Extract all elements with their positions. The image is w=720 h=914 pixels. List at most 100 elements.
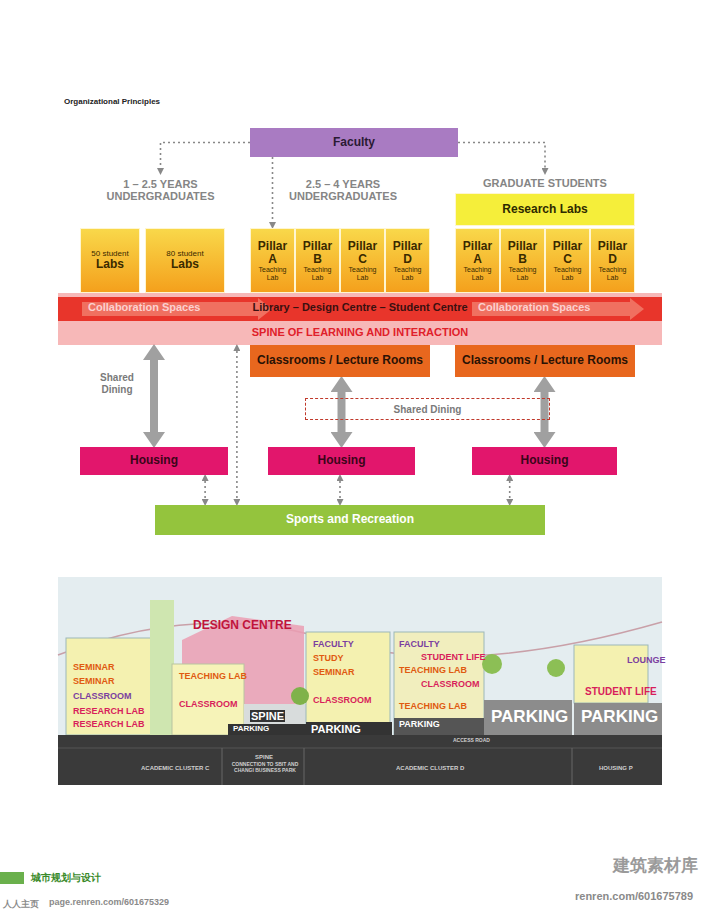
watermark: 人人主页	[2, 900, 40, 910]
section-label: RESEARCH LAB	[72, 707, 146, 717]
section-label: STUDY	[312, 654, 345, 664]
node-text: Classrooms / Lecture Rooms	[462, 354, 628, 367]
sports-box: Sports and Recreation	[155, 505, 545, 535]
node-text: Housing	[318, 454, 366, 467]
node-text: 50 student	[91, 250, 128, 259]
page-title: Organizational Principles	[64, 97, 160, 106]
dotted-arrow	[161, 143, 251, 169]
dotted-arrow	[236, 351, 238, 499]
tree	[547, 659, 565, 677]
edge-label: Shared Dining	[92, 372, 142, 395]
collaboration-arrow	[82, 298, 272, 320]
node-text: Housing	[521, 454, 569, 467]
parking-slab	[574, 703, 662, 735]
building	[306, 632, 390, 735]
section-label: CLASSROOM	[72, 692, 133, 702]
node-text: Sports and Recreation	[286, 513, 414, 526]
node-text: 2.5 – 4 YEARS UNDERGRADUATES	[280, 178, 406, 202]
section-label: ACCESS ROAD	[452, 738, 491, 744]
shared-dining-box: Shared Dining	[305, 398, 550, 420]
section-label: FACULTY	[312, 640, 355, 650]
pillar-box: Pillar CTeaching Lab	[545, 228, 590, 293]
group-heading: 2.5 – 4 YEARS UNDERGRADUATES	[278, 174, 408, 206]
section-label: PARKING	[490, 708, 569, 727]
node-text: Teaching Lab	[548, 266, 587, 281]
spine-text: Collaboration Spaces	[478, 301, 628, 313]
section-label: SPINE	[254, 754, 274, 761]
section-label: RESEARCH LAB	[72, 720, 146, 730]
parking-slab	[394, 718, 484, 735]
section-label: CONNECTION TO SBIT AND CHANGI BUSINESS P…	[224, 762, 306, 773]
section-label: STUDENT LIFE	[420, 653, 487, 663]
tree	[291, 687, 309, 705]
section-label: ACADEMIC CLUSTER C	[140, 765, 210, 772]
watermark: 建筑素材库	[612, 857, 699, 876]
dotted-arrow	[339, 481, 341, 499]
section-label: PARKING	[310, 723, 362, 735]
collaboration-arrow	[472, 298, 644, 320]
pillar-box: Pillar BTeaching Lab	[500, 228, 545, 293]
section-label: TEACHING LAB	[178, 672, 248, 682]
building	[66, 638, 152, 735]
lab-box: 50 studentLabs	[80, 228, 140, 293]
node-text: 80 student	[166, 250, 203, 259]
dotted-arrow	[458, 143, 545, 169]
node-text: Pillar D	[593, 240, 632, 266]
divider	[222, 748, 223, 785]
node-text: Teaching Lab	[503, 266, 542, 281]
node-text: Faculty	[333, 136, 375, 149]
section-label: FACULTY	[398, 640, 441, 650]
section-label: SEMINAR	[72, 663, 116, 673]
classroom-box: Classrooms / Lecture Rooms	[250, 345, 430, 377]
pillar-box: Pillar DTeaching Lab	[590, 228, 635, 293]
parking-slab	[228, 724, 306, 735]
spine-band: Collaboration SpacesLibrary – Design Cen…	[58, 293, 662, 345]
dotted-arrow	[272, 157, 274, 222]
node-text: Pillar C	[343, 240, 382, 266]
section-label: CLASSROOM	[312, 696, 373, 706]
section-label: LOUNGE	[626, 656, 667, 666]
node-text: Classrooms / Lecture Rooms	[257, 354, 423, 367]
node-text: Shared Dining	[394, 404, 462, 415]
classroom-box: Classrooms / Lecture Rooms	[455, 345, 635, 377]
terrace	[150, 600, 174, 735]
ground-line	[58, 748, 662, 749]
ground	[58, 735, 662, 785]
watermark: 城市规划与设计	[30, 872, 102, 883]
parking-slab	[484, 700, 572, 735]
housing-box: Housing	[472, 447, 617, 475]
spine-red-band	[58, 297, 662, 321]
node-text: Research Labs	[502, 203, 587, 216]
section-label: TEACHING LAB	[398, 666, 468, 676]
group-heading: GRADUATE STUDENTS	[470, 174, 620, 192]
node-text: Pillar A	[458, 240, 497, 266]
node-text: Teaching Lab	[388, 266, 427, 281]
section-label: PARKING	[398, 720, 441, 730]
watermark: renren.com/601675789	[574, 890, 694, 902]
node-text: Labs	[171, 258, 199, 271]
divider	[572, 748, 573, 785]
section-label: DESIGN CENTRE	[192, 619, 293, 632]
node-text: Teaching Lab	[593, 266, 632, 281]
node-text: Pillar D	[388, 240, 427, 266]
spine-title: SPINE OF LEARNING AND INTERACTION	[158, 326, 562, 338]
node-text: Teaching Lab	[253, 266, 292, 281]
section-label: STUDENT LIFE	[584, 686, 658, 697]
node-text: Teaching Lab	[458, 266, 497, 281]
thick-arrow	[150, 360, 158, 432]
building	[394, 632, 484, 735]
node-text: Pillar B	[503, 240, 542, 266]
divider	[304, 748, 305, 785]
pillar-box: Pillar ATeaching Lab	[455, 228, 500, 293]
node-text: Pillar A	[253, 240, 292, 266]
node-text: Labs	[96, 258, 124, 271]
section-label: PARKING	[232, 725, 270, 734]
housing-box: Housing	[268, 447, 415, 475]
section-label: CLASSROOM	[178, 700, 239, 710]
sky	[58, 577, 662, 737]
section-label: ACADEMIC CLUSTER D	[395, 765, 465, 772]
section-label: SEMINAR	[72, 677, 116, 687]
node-text: Teaching Lab	[298, 266, 337, 281]
dotted-arrow	[204, 481, 206, 499]
